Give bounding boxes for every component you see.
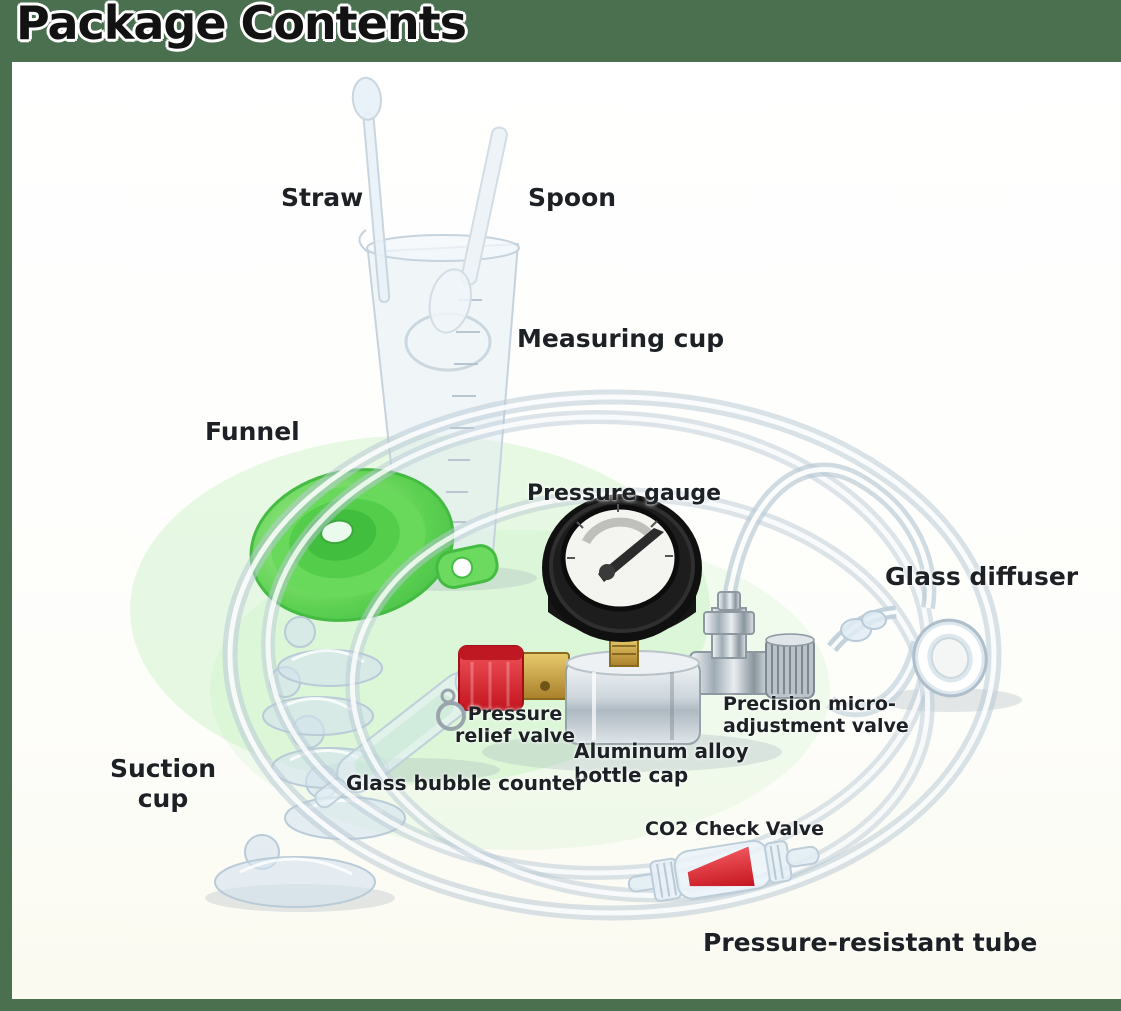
label-spoon: Spoon	[528, 183, 617, 212]
label-pressure-relief-valve: Pressure relief valve	[454, 703, 576, 748]
product-photo: Straw Spoon Measuring cup Funnel Pressur…	[12, 62, 1121, 999]
spoon	[428, 126, 508, 334]
label-suction-cup: Suction cup	[109, 754, 217, 813]
label-pressure-resistant-tube: Pressure-resistant tube	[703, 928, 1038, 957]
pressure-gauge	[542, 494, 702, 667]
label-measuring-cup: Measuring cup	[517, 324, 725, 353]
label-glass-diffuser: Glass diffuser	[885, 562, 1079, 591]
product-photo-illustration	[130, 76, 1022, 921]
pressure-relief-valve	[436, 645, 570, 731]
glass-diffuser	[826, 605, 988, 718]
label-precision-micro-adjustment-valve: Precision micro-adjustment valve	[723, 693, 909, 738]
label-funnel: Funnel	[205, 417, 300, 446]
pressure-resistant-tube-coils	[222, 389, 1002, 921]
regulator-assembly	[436, 494, 815, 745]
label-aluminum-alloy-bottle-cap: Aluminum alloy bottle cap	[574, 739, 749, 787]
label-glass-bubble-counter: Glass bubble counter	[346, 771, 586, 795]
label-pressure-gauge: Pressure gauge	[527, 481, 722, 506]
co2-check-valve	[627, 839, 820, 902]
precision-micro-adjustment-valve	[689, 591, 815, 699]
label-straw: Straw	[281, 183, 364, 212]
label-co2-check-valve: CO2 Check Valve	[645, 818, 825, 840]
page-title: Package Contents	[16, 0, 467, 50]
straw	[351, 76, 391, 304]
